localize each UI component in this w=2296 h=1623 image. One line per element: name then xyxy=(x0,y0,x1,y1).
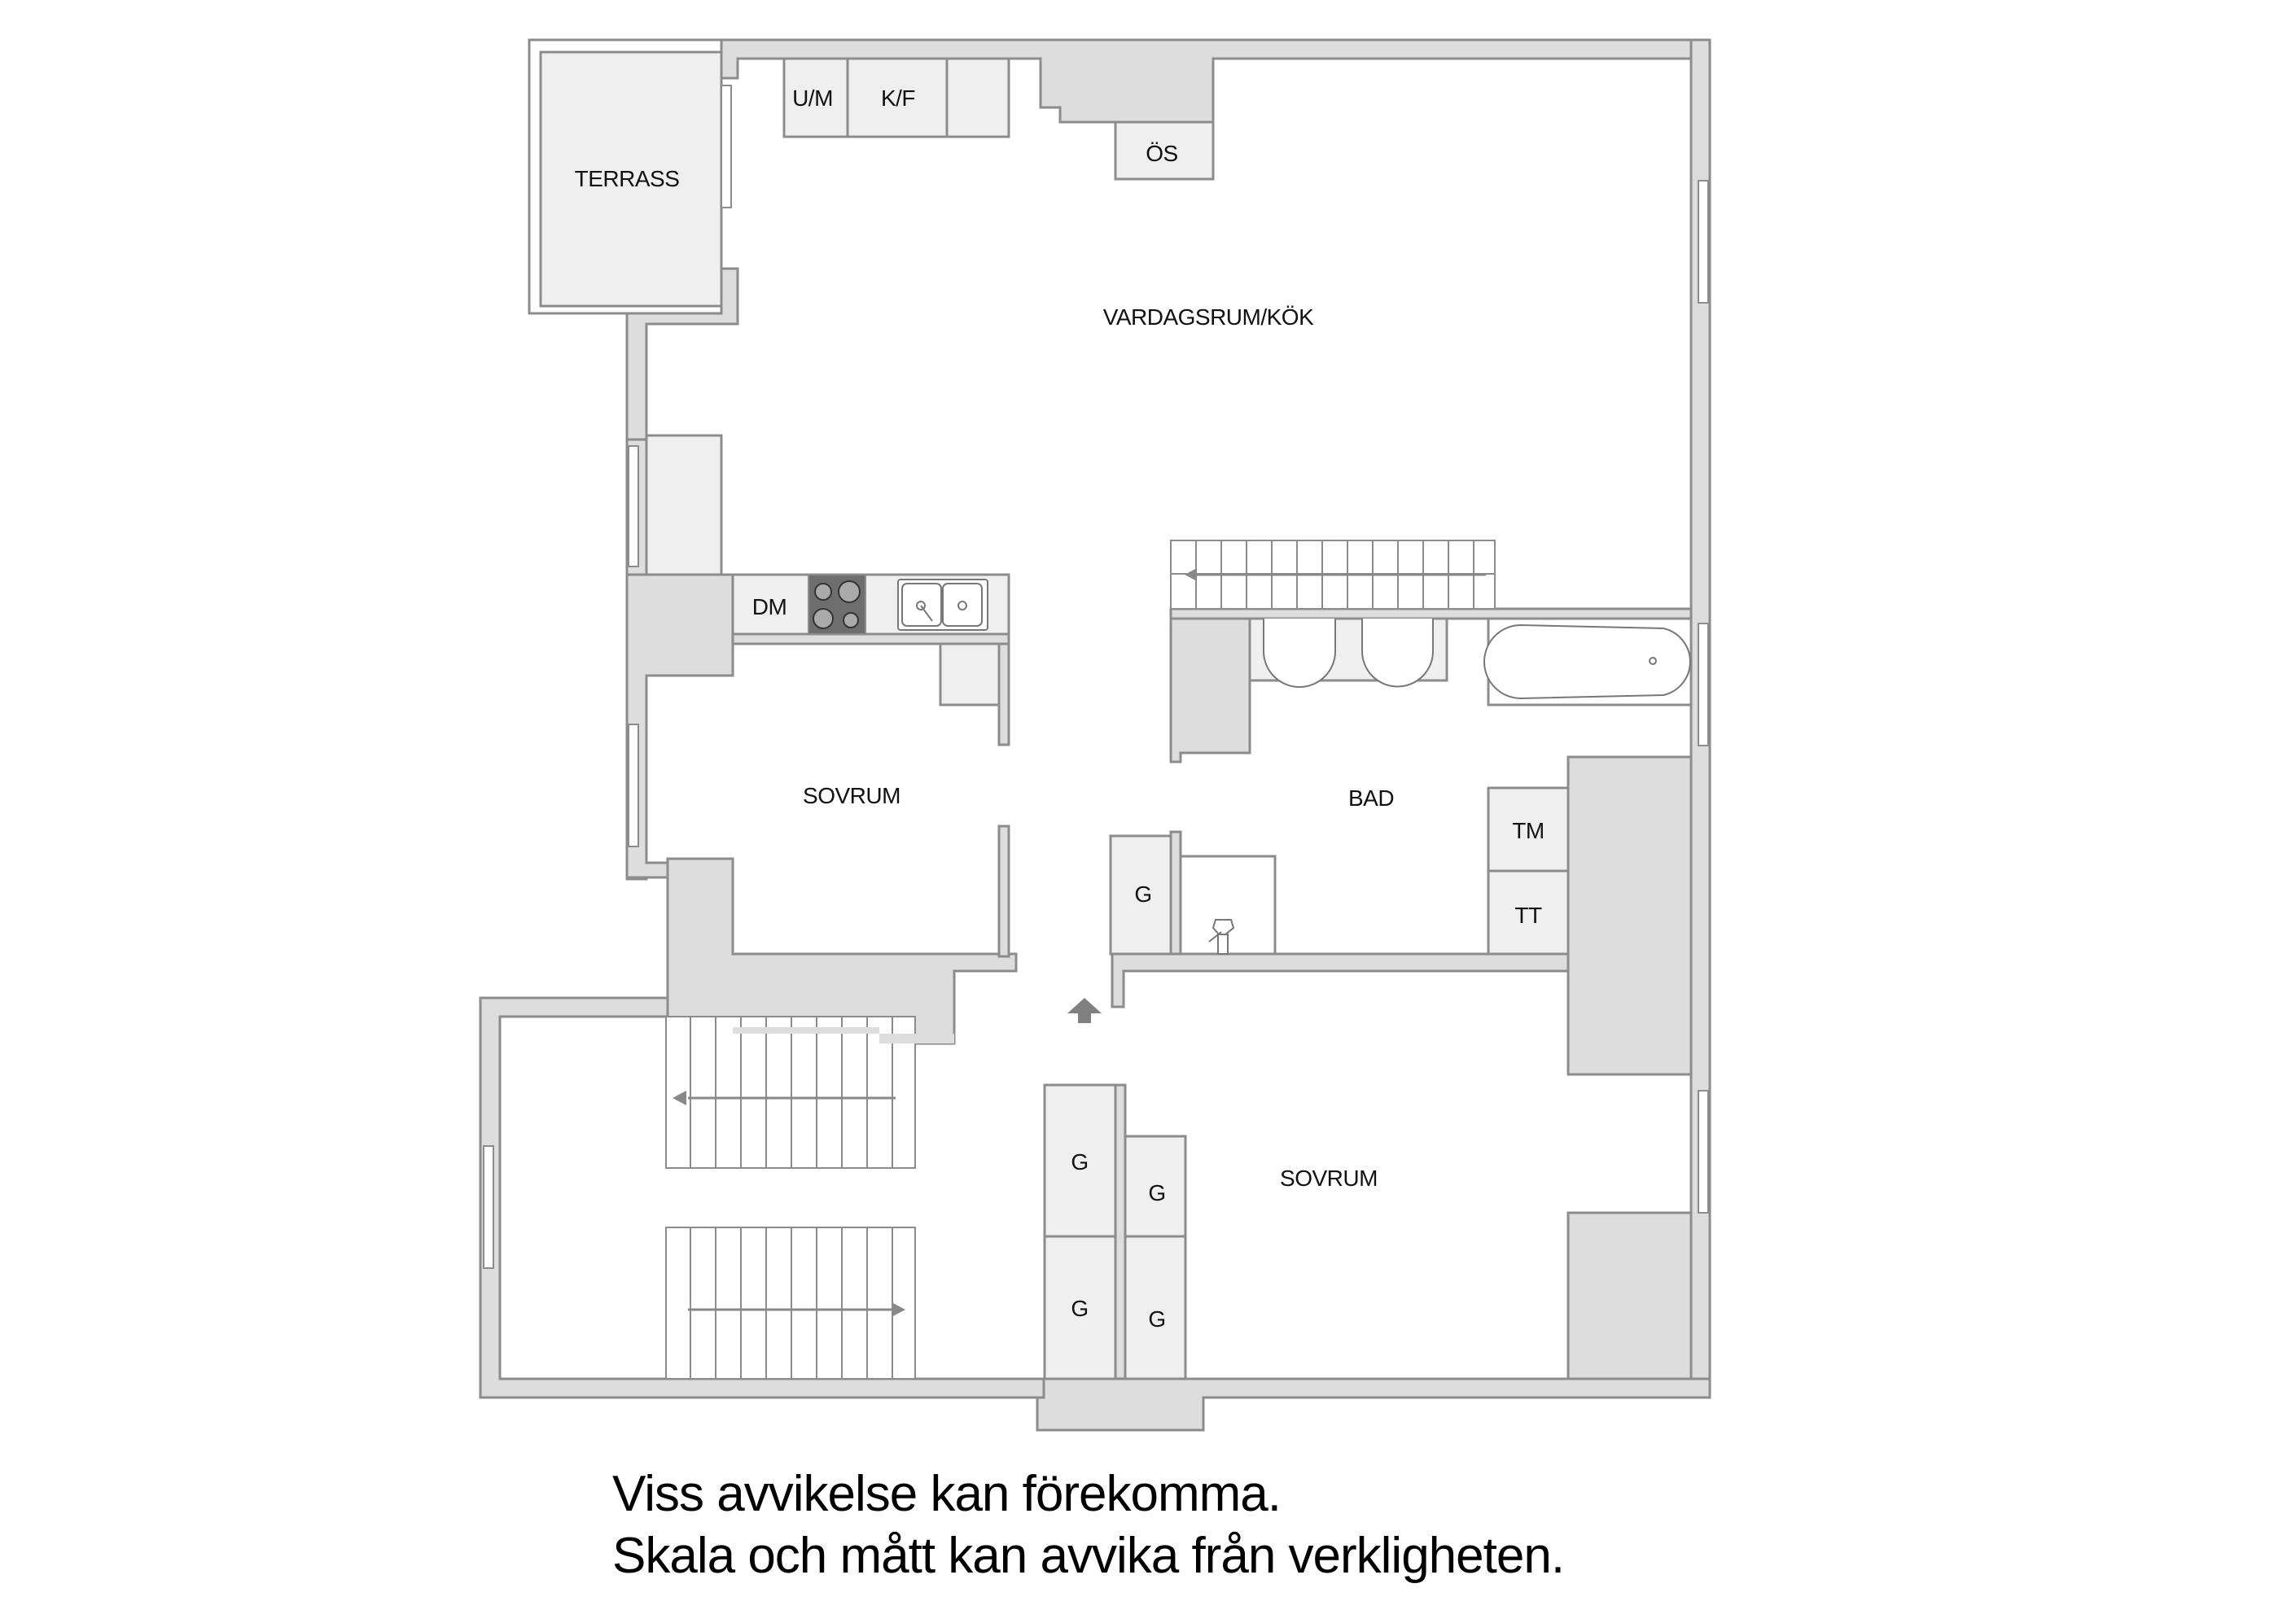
stove-icon xyxy=(808,574,866,635)
bottom-wall xyxy=(1036,1377,1711,1432)
stair-lower-1 xyxy=(665,1016,916,1169)
lower-left-wall xyxy=(479,996,1045,1399)
bath-left-block xyxy=(1169,617,1251,763)
kf-cabinet xyxy=(846,57,949,138)
disclaimer-line-2: Skala och mått kan avvika från verklighe… xyxy=(612,1528,1565,1584)
kitchen-sink-icon xyxy=(897,579,988,631)
fixture-label-g-4: G xyxy=(1148,1306,1166,1332)
window-right-1 xyxy=(1698,180,1709,304)
bathroom-sinks-icon xyxy=(1263,619,1434,688)
kitchen-backwall xyxy=(731,632,1010,645)
fixture-label-g-bath: G xyxy=(1134,881,1152,907)
g4-cabinet xyxy=(1124,1235,1187,1380)
window-terrace xyxy=(721,85,732,208)
fixture-label-tt: TT xyxy=(1514,903,1542,928)
closet-partition xyxy=(1114,1083,1127,1380)
os-cabinet xyxy=(1114,120,1215,181)
fixture-label-g-2: G xyxy=(1148,1180,1166,1205)
stair-upper xyxy=(1170,540,1496,610)
room-label-bad: BAD xyxy=(1347,785,1395,811)
terrace-floor xyxy=(539,50,723,308)
corner-cabinet xyxy=(939,642,1001,707)
fixture-label-g-1: G xyxy=(1071,1149,1089,1175)
fixture-label-kf: K/F xyxy=(880,85,916,111)
tm-cabinet xyxy=(1487,786,1570,873)
window-left-1 xyxy=(628,445,639,567)
room-label-terrass: TERRASS xyxy=(574,166,680,191)
room-label-sovrum-1: SOVRUM xyxy=(803,783,900,808)
window-right-2 xyxy=(1698,623,1709,746)
room-label-vardagsrum: VARDAGSRUM/KÖK xyxy=(1102,304,1314,330)
room-label-sovrum-2: SOVRUM xyxy=(1280,1166,1378,1191)
fixture-label-g-3: G xyxy=(1071,1296,1089,1321)
arrow-up-icon xyxy=(1067,998,1102,1023)
bathtub-icon xyxy=(1483,623,1691,700)
fixture-label-um: U/M xyxy=(792,85,833,111)
bath-bottom-wall xyxy=(1111,952,1570,1008)
um-cabinet xyxy=(782,57,849,138)
central-shaft xyxy=(666,857,1018,1045)
bath-right-block xyxy=(1566,755,1693,1076)
cabinet-3 xyxy=(945,57,1010,138)
fixture-label-tm: TM xyxy=(1512,818,1545,843)
window-left-2 xyxy=(628,724,639,847)
disclaimer-line-1: Viss avvikelse kan förekomma. xyxy=(612,1466,1282,1522)
g-bath-cabinet xyxy=(1109,834,1172,956)
sovrum1-wall-bottom xyxy=(997,825,1010,958)
fixture-label-dm: DM xyxy=(751,594,787,619)
g3-cabinet xyxy=(1043,1235,1117,1380)
toilet-icon xyxy=(1208,919,1235,955)
stair-lower-2 xyxy=(665,1227,916,1380)
left-wall-block xyxy=(625,573,734,879)
sovrum2-right-block xyxy=(1566,1211,1693,1380)
stair-bath-wall xyxy=(1169,607,1693,620)
tt-cabinet xyxy=(1487,869,1570,956)
sovrum1-wall-top xyxy=(997,637,1010,746)
fixture-label-os: ÖS xyxy=(1146,141,1178,166)
window-lower-left xyxy=(483,1145,494,1269)
window-right-3 xyxy=(1698,1090,1709,1214)
pantry-left xyxy=(645,434,723,576)
wc-partition xyxy=(1169,830,1182,956)
